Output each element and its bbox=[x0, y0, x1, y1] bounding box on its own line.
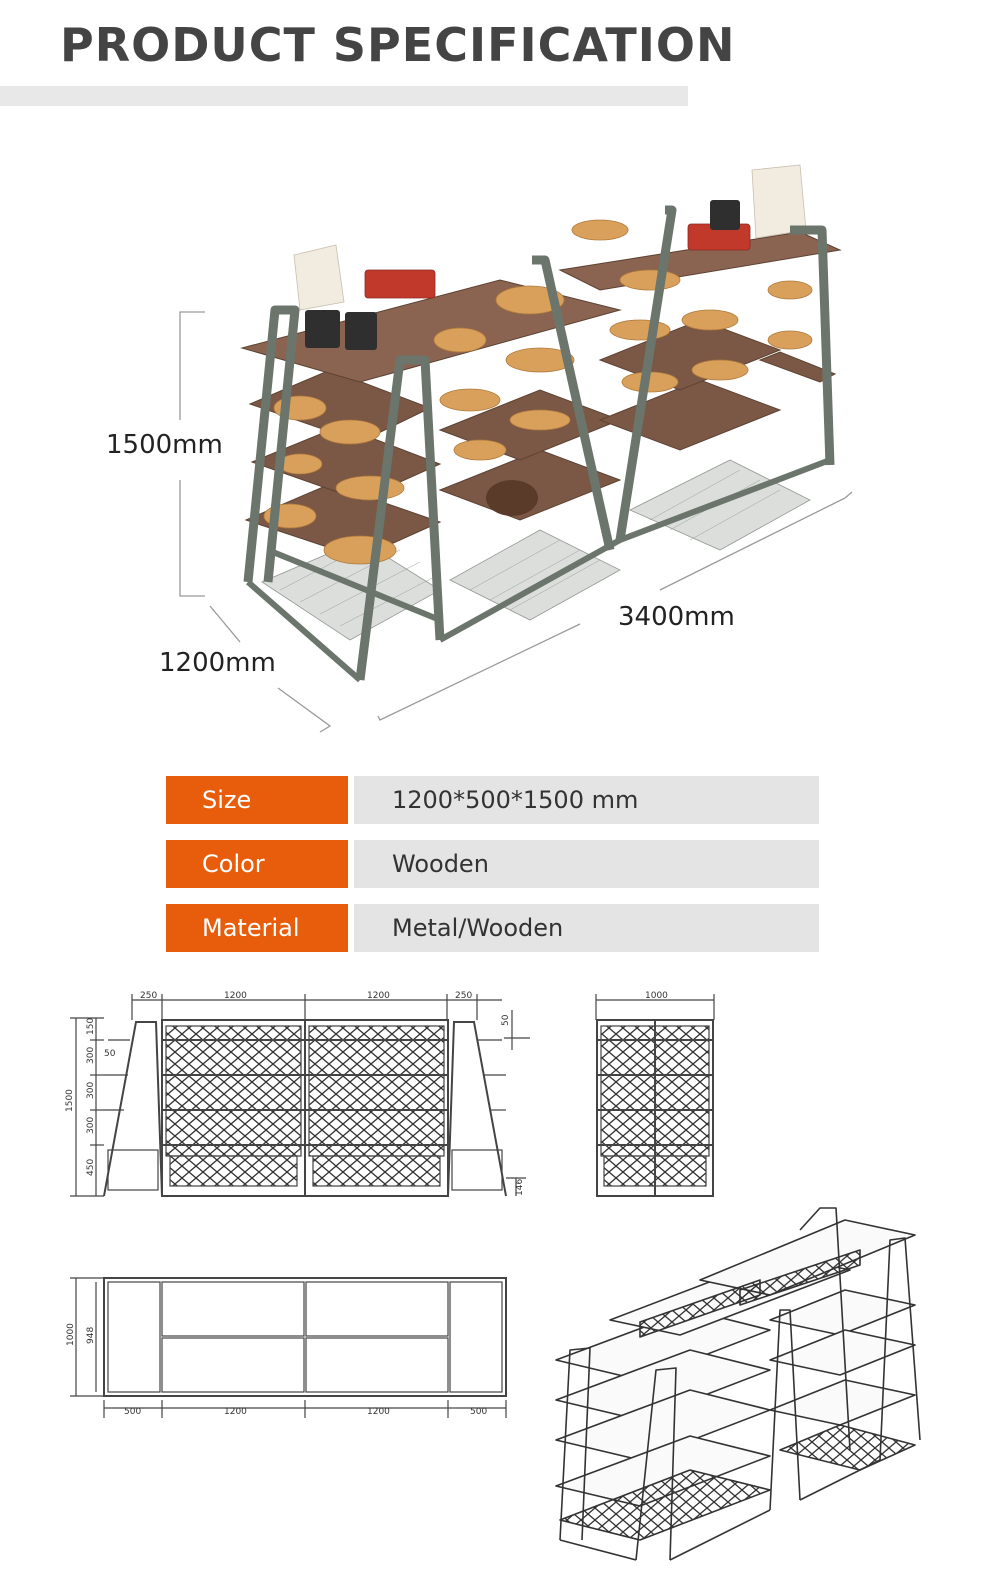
page-title: PRODUCT SPECIFICATION bbox=[60, 18, 736, 72]
plan-bottom-dim-2: 1200 bbox=[224, 1407, 247, 1417]
height-dimension-label: 1500mm bbox=[106, 430, 223, 460]
plan-dim-948: 948 bbox=[86, 1327, 96, 1344]
depth-dimension-label: 1200mm bbox=[159, 648, 276, 678]
front-elevation-drawing bbox=[70, 994, 530, 1197]
spec-key: Color bbox=[166, 840, 348, 888]
plan-view-drawing bbox=[70, 1277, 507, 1418]
title-underline-bar bbox=[0, 86, 688, 106]
front-top-dim-3: 1200 bbox=[367, 991, 390, 1001]
technical-drawings: 250 1200 1200 250 1500 150 300 300 300 4… bbox=[65, 991, 921, 1561]
spec-row-material: Material Metal/Wooden bbox=[166, 904, 819, 952]
spec-value: Metal/Wooden bbox=[354, 904, 819, 952]
plan-bottom-dim-4: 500 bbox=[470, 1407, 487, 1417]
front-side-dim-1: 150 bbox=[86, 1018, 96, 1035]
isometric-line-drawing bbox=[555, 1207, 921, 1561]
front-right-dim-50: 50 bbox=[501, 1014, 511, 1026]
front-side-dim-4: 300 bbox=[86, 1117, 96, 1134]
spec-key: Size bbox=[166, 776, 348, 824]
front-total-height: 1500 bbox=[65, 1089, 75, 1112]
side-elevation-drawing bbox=[595, 994, 715, 1197]
front-side-dim-5: 450 bbox=[86, 1159, 96, 1176]
front-top-dim-2: 1200 bbox=[224, 991, 247, 1001]
length-dimension-label: 3400mm bbox=[618, 602, 735, 632]
plan-bottom-dim-3: 1200 bbox=[367, 1407, 390, 1417]
spec-key: Material bbox=[166, 904, 348, 952]
plan-bottom-dim-1: 500 bbox=[124, 1407, 141, 1417]
front-left-dim-50: 50 bbox=[104, 1049, 116, 1059]
front-side-dim-3: 300 bbox=[86, 1082, 96, 1099]
side-top-dim: 1000 bbox=[645, 991, 668, 1001]
spec-row-size: Size 1200*500*1500 mm bbox=[166, 776, 819, 824]
plan-dim-1000: 1000 bbox=[66, 1323, 76, 1346]
front-top-dim-4: 250 bbox=[455, 991, 472, 1001]
spec-value: 1200*500*1500 mm bbox=[354, 776, 819, 824]
bakery-shelf-illustration bbox=[179, 164, 853, 733]
spec-row-color: Color Wooden bbox=[166, 840, 819, 888]
spec-value: Wooden bbox=[354, 840, 819, 888]
front-bottom-dim: 146 bbox=[515, 1179, 525, 1196]
product-illustration: 1500mm 3400mm 1200mm bbox=[0, 120, 1000, 760]
front-side-dim-2: 300 bbox=[86, 1047, 96, 1064]
front-top-dim-1: 250 bbox=[140, 991, 157, 1001]
